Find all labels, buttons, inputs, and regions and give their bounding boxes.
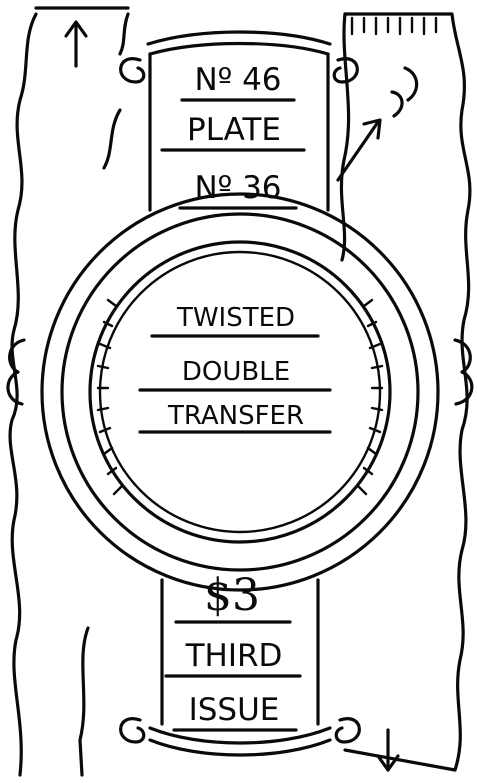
- diagonal-arrow-icon: [338, 120, 380, 180]
- plate-sub-number-label: Nº 36: [194, 170, 281, 206]
- center-line-1: TWISTED: [176, 303, 295, 333]
- issue-line-2: ISSUE: [189, 692, 280, 728]
- issue-line-1: THIRD: [185, 638, 283, 674]
- right-frame-strip: [341, 14, 469, 770]
- center-line-2: DOUBLE: [182, 357, 290, 387]
- center-line-3: TRANSFER: [167, 401, 304, 431]
- plate-number-label: Nº 46: [194, 62, 281, 98]
- central-medallion: [42, 194, 438, 590]
- value-label: $3: [204, 570, 260, 621]
- down-arrow-icon: [378, 730, 398, 770]
- up-arrow-icon: [66, 22, 86, 66]
- left-frame-strip: [10, 8, 128, 775]
- plate-heading-label: PLATE: [187, 112, 281, 148]
